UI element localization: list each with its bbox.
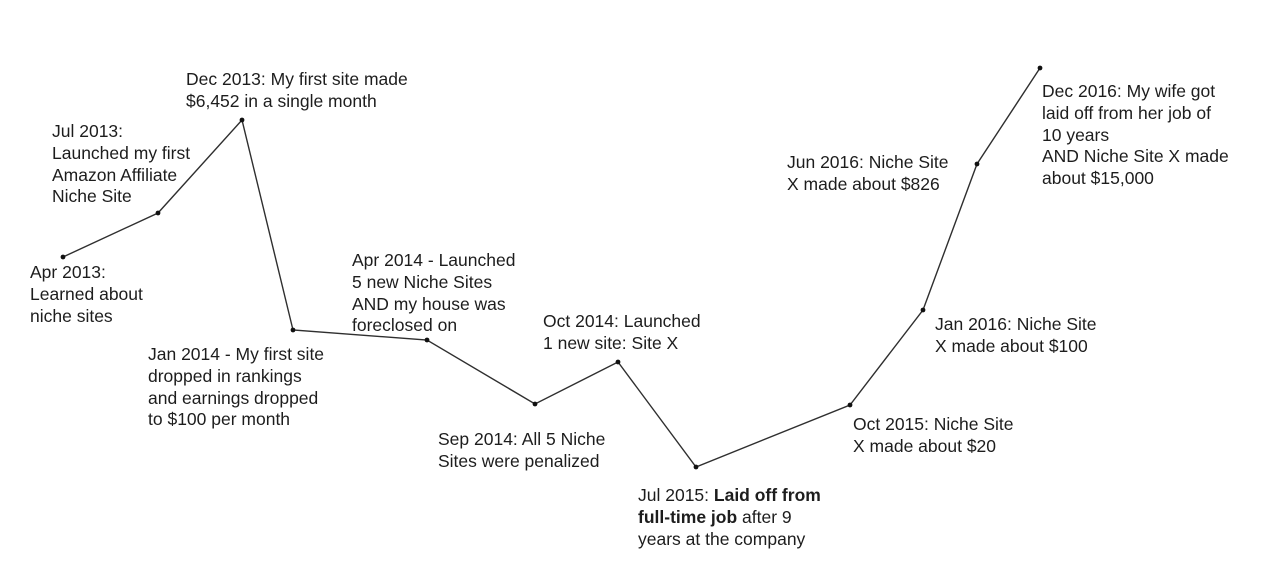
annotation-jan-2016: Jan 2016: Niche Site X made about $100 [935,314,1097,358]
annotation-line: Dec 2016: My wife got [1042,81,1216,101]
annotation-sep-2014: Sep 2014: All 5 Niche Sites were penaliz… [438,429,605,473]
annotation-text-segment: after 9 [737,506,792,527]
annotation-line: Jun 2016: Niche Site [787,152,949,172]
data-point-oct-2014 [615,359,621,365]
data-point-apr-2014 [424,337,430,343]
annotation-line: Dec 2013: My first site made [186,69,408,89]
annotation-line: X made about $826 [787,173,940,194]
data-point-jan-2014 [290,327,296,333]
annotation-jul-2015: Jul 2015: Laid off from full-time job af… [638,485,821,550]
annotation-jan-2014: Jan 2014 - My first site dropped in rank… [148,344,324,431]
data-point-jul-2015 [693,464,699,470]
annotation-line: 5 new Niche Sites [352,271,493,292]
annotation-line: dropped in rankings [148,365,302,386]
annotation-line: about $15,000 [1042,168,1154,189]
annotation-line: Jul 2015: Laid off from [638,485,821,507]
data-point-sep-2014 [532,401,538,407]
annotation-line: and earnings dropped [148,387,319,408]
annotation-text-segment: Jul 2015: [638,485,714,505]
annotation-dec-2016: Dec 2016: My wife got laid off from her … [1042,81,1229,190]
annotation-line: years at the company [638,528,806,549]
annotation-line: 1 new site: Site X [543,332,679,353]
annotation-line: X made about $20 [853,435,997,456]
annotation-text-bold: full-time job [638,506,738,527]
timeline-line [62,67,1041,468]
annotation-line: $6,452 in a single month [186,90,377,111]
data-point-dec-2013 [239,117,245,123]
annotation-line: X made about $100 [935,335,1088,356]
data-point-jun-2016 [974,161,980,167]
annotation-line: Apr 2013: [30,262,106,282]
annotation-line: Jan 2016: Niche Site [935,314,1097,334]
annotation-line: Sep 2014: All 5 Niche [438,429,606,449]
annotation-line: Sites were penalized [438,450,600,471]
annotation-line: Launched my first [52,142,191,163]
annotation-line: Jul 2013: [52,121,124,141]
annotation-line: Apr 2014 - Launched [352,250,516,270]
data-point-dec-2016 [1037,65,1043,71]
annotation-line: AND my house was [352,293,506,314]
annotation-line: Oct 2015: Niche Site [853,414,1014,434]
annotation-line: laid off from her job of [1042,102,1211,123]
annotation-line: 10 years [1042,124,1110,145]
annotation-apr-2014: Apr 2014 - Launched 5 new Niche Sites AN… [352,250,515,337]
annotation-line: full-time job after 9 [638,507,821,529]
annotation-oct-2014: Oct 2014: Launched 1 new site: Site X [543,311,701,355]
data-point-jan-2016 [920,307,926,313]
annotation-line: Niche Site [52,186,132,207]
annotation-jun-2016: Jun 2016: Niche Site X made about $826 [787,152,949,196]
annotation-dec-2013: Dec 2013: My first site made $6,452 in a… [186,69,408,113]
data-point-apr-2013 [60,254,66,260]
annotation-oct-2015: Oct 2015: Niche Site X made about $20 [853,414,1014,458]
data-point-jul-2013 [155,210,161,216]
data-point-oct-2015 [847,402,853,408]
annotation-line: Jan 2014 - My first site [148,344,325,364]
annotation-apr-2013: Apr 2013: Learned about niche sites [30,262,143,327]
annotation-line: AND Niche Site X made [1042,146,1229,167]
annotation-jul-2013: Jul 2013: Launched my first Amazon Affil… [52,121,190,208]
annotation-line: foreclosed on [352,315,458,336]
annotation-line: to $100 per month [148,409,291,430]
annotation-line: niche sites [30,305,113,326]
annotation-line: Oct 2014: Launched [543,311,701,331]
annotation-line: Learned about [30,283,143,304]
annotation-line: Amazon Affiliate [52,164,178,185]
annotation-text-bold: Laid off from [713,485,821,505]
